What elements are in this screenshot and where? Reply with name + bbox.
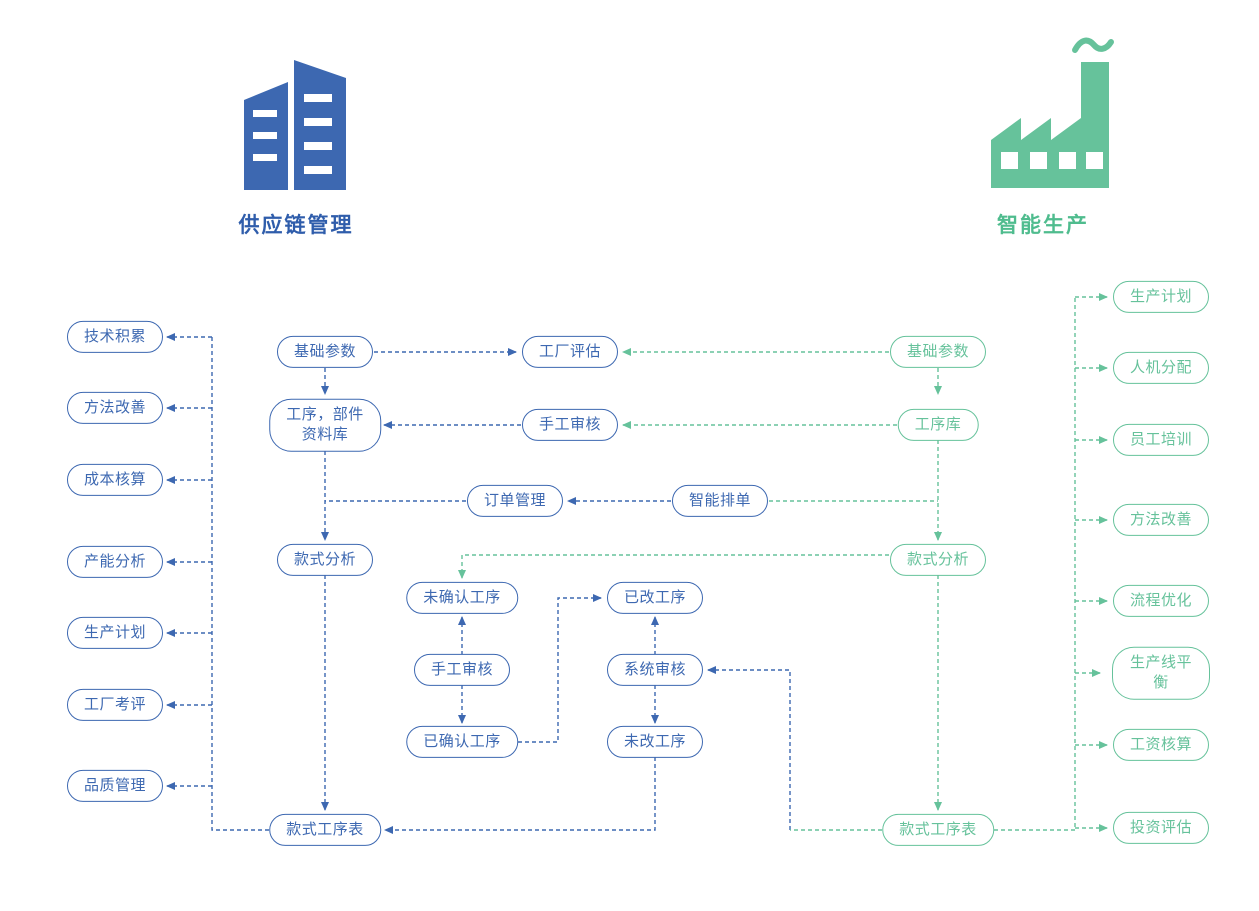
node-salary-accounting: 工资核算 — [1112, 728, 1210, 762]
node-man-machine-allocation: 人机分配 — [1112, 351, 1210, 385]
node-style-process-table-blue: 款式工序表 — [269, 813, 381, 847]
node-manual-review-top: 手工审核 — [521, 408, 619, 442]
node-system-review: 系统审核 — [606, 653, 704, 687]
node-changed-process: 已改工序 — [606, 581, 704, 615]
node-smart-scheduling: 智能排单 — [671, 484, 769, 518]
node-process-library: 工序库 — [897, 408, 979, 442]
node-style-analysis-blue: 款式分析 — [276, 543, 374, 577]
node-factory-evaluation: 工厂评估 — [521, 335, 619, 369]
building-icon — [238, 42, 353, 194]
node-process-optimization: 流程优化 — [1112, 584, 1210, 618]
node-style-analysis-green: 款式分析 — [889, 543, 987, 577]
node-basic-params-green: 基础参数 — [889, 335, 987, 369]
supply-chain-title: 供应链管理 — [238, 214, 354, 237]
node-tech-accumulation: 技术积累 — [66, 320, 164, 354]
node-production-plan-right: 生产计划 — [1112, 280, 1210, 314]
node-method-improvement-right: 方法改善 — [1112, 503, 1210, 537]
node-process-parts-db: 工序，部件 资料库 — [269, 398, 381, 452]
green-connectors — [458, 293, 1108, 832]
node-capacity-analysis: 产能分析 — [66, 545, 164, 579]
node-order-management: 订单管理 — [466, 484, 564, 518]
smart-production-title: 智能生产 — [997, 214, 1089, 237]
node-unchanged-process: 未改工序 — [606, 725, 704, 759]
node-manual-review: 手工审核 — [413, 653, 511, 687]
node-production-plan-left: 生产计划 — [66, 616, 164, 650]
node-style-process-table-green: 款式工序表 — [882, 813, 994, 847]
node-investment-evaluation: 投资评估 — [1112, 811, 1210, 845]
node-production-line-balance: 生产线平衡 — [1112, 646, 1210, 700]
node-method-improvement-left: 方法改善 — [66, 391, 164, 425]
factory-icon — [983, 36, 1128, 193]
node-quality-management: 品质管理 — [66, 769, 164, 803]
node-confirmed-process: 已确认工序 — [406, 725, 518, 759]
node-cost-accounting: 成本核算 — [66, 463, 164, 497]
node-unconfirmed-process: 未确认工序 — [406, 581, 518, 615]
node-basic-params-blue: 基础参数 — [276, 335, 374, 369]
node-employee-training: 员工培训 — [1112, 423, 1210, 457]
node-factory-assessment: 工厂考评 — [66, 688, 164, 722]
